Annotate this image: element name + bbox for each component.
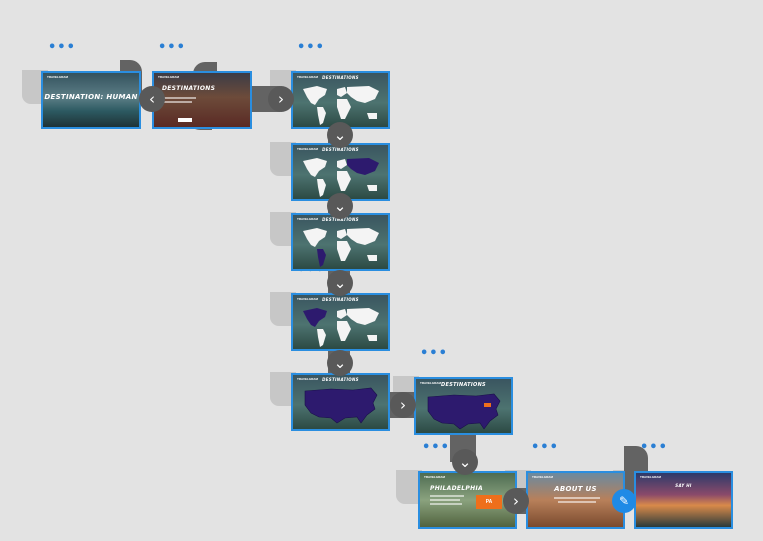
page-title: DESTINATIONS [322, 297, 359, 302]
cta-button[interactable] [178, 118, 192, 122]
brand-logo: TRAVELGRAM [532, 475, 553, 479]
page-title: PHILADELPHIA [430, 485, 483, 492]
brand-logo: TRAVELGRAM [297, 377, 318, 381]
card-menu-icon[interactable]: ••• [531, 440, 559, 455]
body-text [430, 499, 460, 501]
page-title: DESTINATIONS [322, 217, 359, 222]
page-title: SAY HI [675, 483, 692, 488]
card-menu-icon[interactable]: ••• [158, 40, 186, 55]
body-text [162, 97, 196, 99]
brand-logo: TRAVELGRAM [297, 217, 318, 221]
screen-card-world-south-america[interactable]: TRAVELGRAM DESTINATIONS [291, 213, 390, 271]
arrow-down-icon[interactable]: ⌄ [327, 350, 353, 376]
body-text [430, 495, 464, 497]
screen-card-destinations[interactable]: TRAVELGRAM DESTINATIONS [152, 71, 252, 129]
page-title: DESTINATION: HUMAN [44, 93, 138, 101]
screen-card-world-north-america[interactable]: TRAVELGRAM DESTINATIONS [291, 293, 390, 351]
card-shadow [396, 470, 422, 504]
body-text [558, 501, 596, 503]
card-menu-icon[interactable]: ••• [297, 40, 325, 55]
page-title: DESTINATIONS [322, 75, 359, 80]
screen-card-philadelphia[interactable]: TRAVELGRAM PHILADELPHIA PA [418, 471, 517, 529]
world-map [303, 158, 379, 197]
page-title: ABOUT US [554, 485, 597, 493]
arrow-right-icon[interactable]: › [390, 392, 416, 418]
screen-card-contact[interactable]: TRAVELGRAM SAY HI [634, 471, 733, 529]
body-text [554, 497, 600, 499]
arrow-down-icon[interactable]: ⌄ [452, 449, 478, 475]
arrow-down-icon[interactable]: ⌄ [327, 122, 353, 148]
usa-map [304, 387, 378, 424]
screen-card-about[interactable]: TRAVELGRAM ABOUT US [526, 471, 625, 529]
brand-logo: TRAVELGRAM [424, 475, 445, 479]
world-map [303, 86, 379, 125]
brand-logo: TRAVELGRAM [640, 475, 661, 479]
arrow-down-icon[interactable]: ⌄ [327, 270, 353, 296]
body-text [162, 101, 192, 103]
card-menu-icon[interactable]: ••• [640, 440, 668, 455]
brand-logo: TRAVELGRAM [158, 75, 179, 79]
card-menu-icon[interactable]: ••• [422, 440, 450, 455]
arrow-right-icon[interactable]: › [268, 86, 294, 112]
page-title: DESTINATIONS [441, 382, 486, 388]
usa-map [427, 393, 501, 430]
arrow-left-icon[interactable]: ‹ [139, 86, 165, 112]
brand-logo: TRAVELGRAM [297, 297, 318, 301]
state-badge[interactable]: PA [476, 495, 502, 509]
brand-logo: TRAVELGRAM [420, 381, 441, 385]
brand-logo: TRAVELGRAM [47, 75, 68, 79]
body-text [430, 503, 462, 505]
world-map [303, 228, 379, 267]
edit-icon[interactable]: ✎ [612, 489, 636, 513]
world-map [303, 308, 379, 347]
screen-card-usa-state[interactable]: TRAVELGRAM DESTINATIONS [414, 377, 513, 435]
card-menu-icon[interactable]: ••• [48, 40, 76, 55]
page-title: DESTINATIONS [162, 85, 216, 92]
screen-card-home[interactable]: TRAVELGRAM DESTINATION: HUMAN [41, 71, 141, 129]
screen-card-world[interactable]: TRAVELGRAM DESTINATIONS [291, 71, 390, 129]
screen-card-usa[interactable]: TRAVELGRAM DESTINATIONS [291, 373, 390, 431]
arrow-down-icon[interactable]: ⌄ [327, 193, 353, 219]
page-title: DESTINATIONS [322, 377, 359, 382]
card-menu-icon[interactable]: ••• [420, 346, 448, 361]
brand-logo: TRAVELGRAM [297, 75, 318, 79]
arrow-right-icon[interactable]: › [503, 488, 529, 514]
brand-logo: TRAVELGRAM [297, 147, 318, 151]
page-title: DESTINATIONS [322, 147, 359, 152]
